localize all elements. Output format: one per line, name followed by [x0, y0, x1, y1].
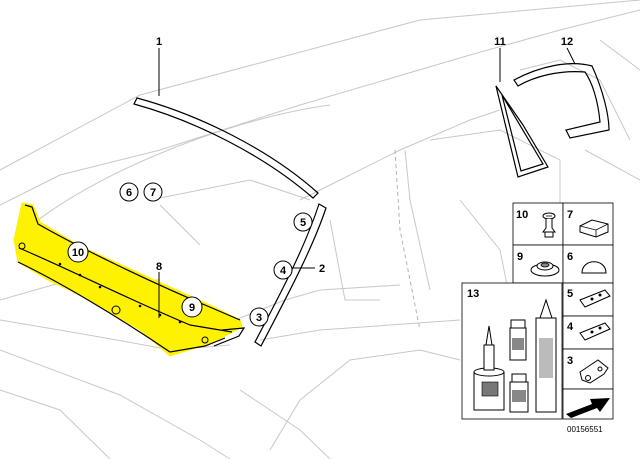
part-2-pillar-strip: 2 5 4 3 [249, 203, 327, 347]
part-11-quarter-glass-seal: 11 [494, 36, 549, 178]
callout-2: 2 [319, 263, 325, 275]
clip-icon [542, 212, 556, 238]
block-icon [579, 219, 609, 238]
callout-7: 7 [150, 187, 156, 199]
part-8-cowl-panel: 8 10 9 [13, 202, 246, 357]
cell-10 [512, 202, 564, 246]
callout-6: 6 [126, 187, 132, 199]
callout-6-circle [119, 182, 139, 202]
table-label-10: 10 [516, 209, 528, 221]
callout-10: 10 [72, 247, 84, 259]
table-label-13: 13 [467, 288, 479, 300]
grommet-icon [530, 261, 560, 277]
callout-3-circle [249, 307, 269, 327]
clip-strip-4-icon [579, 322, 611, 341]
table-label-6: 6 [567, 251, 573, 263]
cell-9 [512, 244, 564, 284]
table-label-4: 4 [567, 321, 574, 333]
callout-4: 4 [280, 265, 287, 277]
arrow-icon [566, 398, 610, 418]
callout-8: 8 [156, 261, 162, 273]
clip-strip-5-icon [579, 289, 611, 308]
table-label-5: 5 [567, 288, 573, 300]
part-12-window-frame: 12 [513, 36, 610, 139]
callout-5: 5 [300, 217, 306, 229]
table-label-3: 3 [567, 355, 573, 367]
callout-9-circle [181, 296, 203, 318]
callout-4-circle [273, 260, 293, 280]
document-number: 00156551 [567, 425, 603, 434]
callout-7-circle [143, 182, 163, 202]
table-label-9: 9 [517, 251, 523, 263]
bracket-icon [579, 359, 609, 384]
callout-12: 12 [561, 36, 573, 48]
callout-9: 9 [189, 302, 195, 314]
callout-1: 1 [156, 36, 162, 48]
plug-icon [581, 261, 607, 274]
adhesive-kit-icon [473, 298, 557, 413]
table-label-7: 7 [567, 209, 573, 221]
callout-5-circle [293, 212, 313, 232]
parts-table: 10 7 9 6 13 5 4 3 [461, 202, 614, 434]
callout-3: 3 [256, 312, 262, 324]
callout-10-circle [67, 241, 89, 263]
callout-11: 11 [494, 36, 506, 48]
part-1-top-moulding: 1 [133, 36, 319, 199]
windscreen-callouts: 6 7 [119, 182, 163, 202]
